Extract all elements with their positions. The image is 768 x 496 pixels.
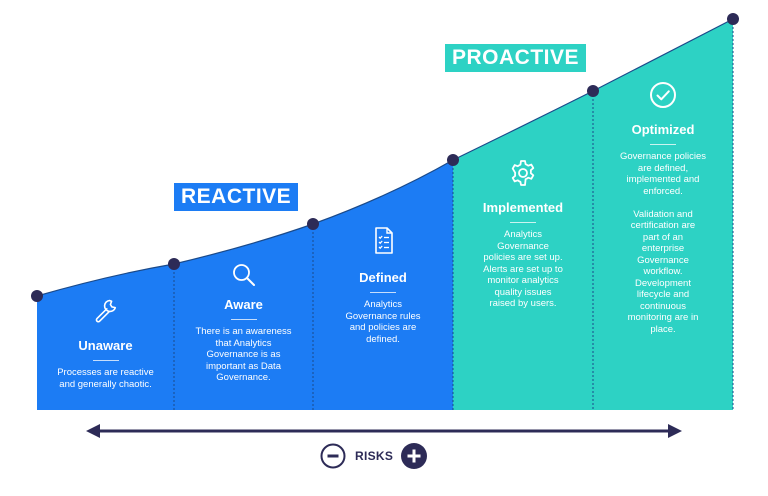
- stage-divider: [92, 360, 119, 361]
- milestone-dot-3: [307, 218, 319, 230]
- milestone-dots: [31, 13, 739, 302]
- risk-arrow: [86, 424, 682, 438]
- stage-defined: Defined Analytics Governance rules and p…: [313, 226, 453, 345]
- stage-unaware: Unaware Processes are reactive and gener…: [37, 296, 174, 390]
- check-circle-icon: [650, 82, 676, 108]
- stage-title: Implemented: [482, 200, 564, 215]
- milestone-dot-4: [447, 154, 459, 166]
- risks-legend: RISKS: [320, 441, 428, 471]
- stage-divider: [230, 319, 257, 320]
- gear-icon: [511, 160, 535, 186]
- milestone-dot-1: [31, 290, 43, 302]
- risk-arrow-left-head: [86, 424, 100, 438]
- risks-label: RISKS: [355, 449, 394, 463]
- proactive-area: [453, 19, 733, 410]
- stage-divider: [370, 292, 396, 293]
- stage-description: Analytics Governance policies are set up…: [483, 229, 563, 309]
- milestone-dot-2: [168, 258, 180, 270]
- stage-divider: [650, 144, 676, 145]
- stage-implemented: Implemented Analytics Governance policie…: [453, 158, 593, 310]
- plus-circle-icon: [401, 443, 428, 469]
- wrench-icon: [95, 299, 116, 323]
- stage-separators: [173, 19, 734, 410]
- stage-title: Unaware: [78, 338, 133, 353]
- stage-description: Processes are reactive and generally cha…: [57, 367, 154, 390]
- reactive-area: [37, 160, 453, 410]
- reactive-badge: REACTIVE: [174, 183, 299, 211]
- stage-description: Analytics Governance rules and policies …: [345, 299, 421, 345]
- risk-arrow-right-head: [668, 424, 682, 438]
- stage-optimized: Optimized Governance policies are define…: [593, 80, 733, 335]
- stage-title: Aware: [224, 297, 263, 312]
- stage-title: Optimized: [631, 122, 695, 137]
- stage-description: There is an awareness that Analytics Gov…: [195, 326, 292, 383]
- stage-aware: Aware There is an awareness that Analyti…: [174, 261, 313, 384]
- milestone-dot-5: [587, 85, 599, 97]
- checklist-document-icon: [375, 227, 393, 254]
- proactive-badge: PROACTIVE: [445, 44, 587, 72]
- search-icon: [232, 264, 255, 286]
- milestone-dot-6: [727, 13, 739, 25]
- stage-description: Governance policies are defined, impleme…: [619, 151, 707, 335]
- stage-title: Defined: [359, 270, 407, 285]
- minus-circle-icon: [320, 443, 346, 469]
- stage-divider: [510, 222, 536, 223]
